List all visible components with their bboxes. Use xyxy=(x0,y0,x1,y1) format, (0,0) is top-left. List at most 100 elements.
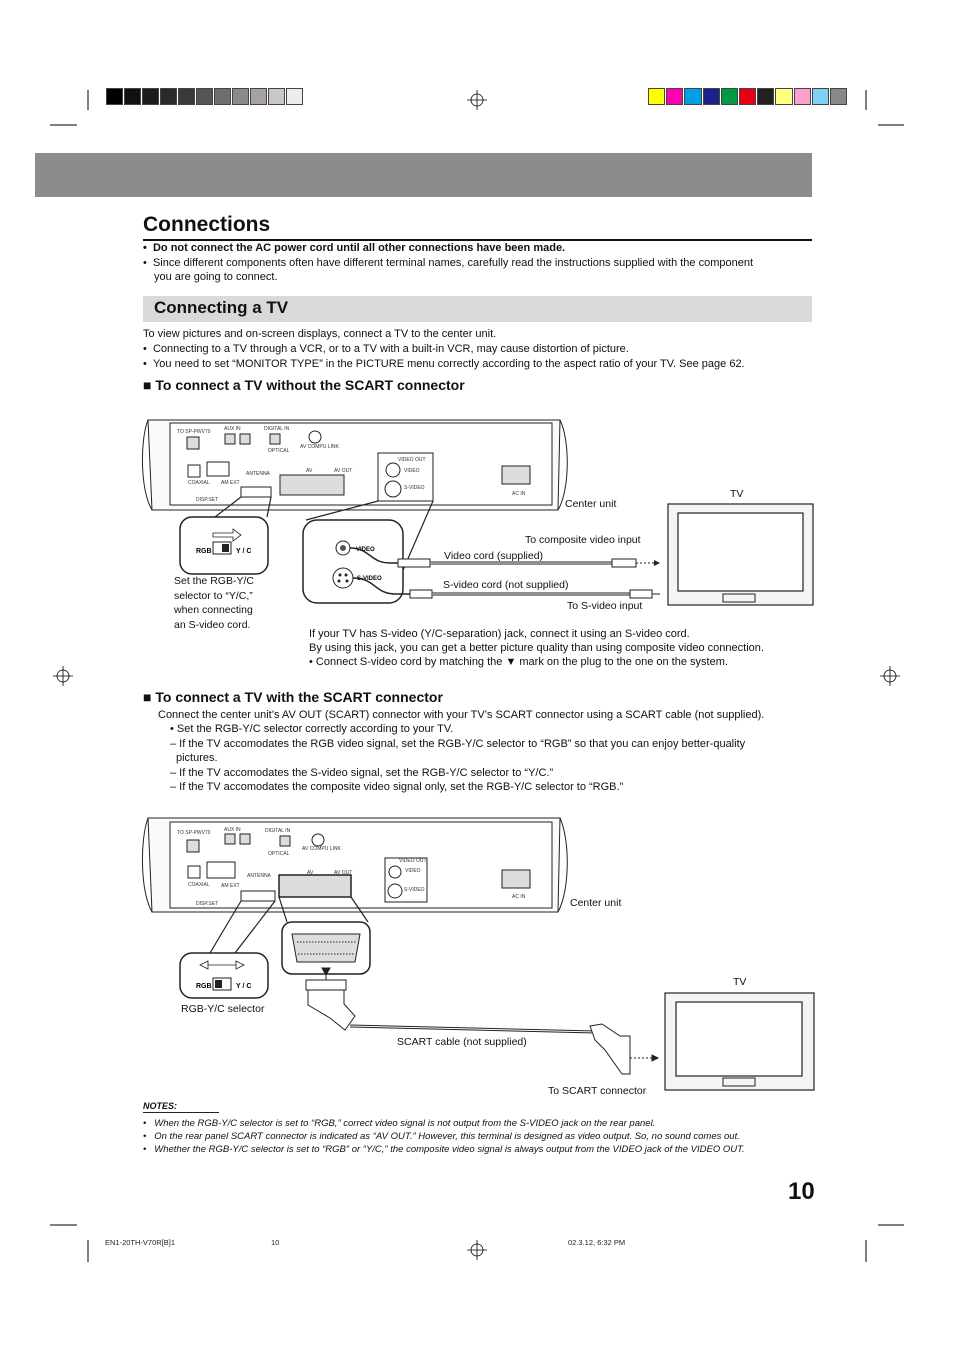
color-swatch xyxy=(648,88,666,105)
diagram-1: TO SP-PWV70 AUX IN DIGITAL IN OPTICAL AV… xyxy=(141,419,814,606)
color-swatch xyxy=(684,88,702,105)
panel-label-to-sp: TO SP-PWV70 xyxy=(177,429,211,435)
panel-label-am-ext: AM EXT xyxy=(221,480,240,486)
panel2-label-coaxial: COAXIAL xyxy=(188,882,210,888)
sub1-note-2: By using this jack, you can get a better… xyxy=(309,642,764,654)
sub2-text-5: – If the TV accomodates the S-video sign… xyxy=(170,767,554,779)
color-swatch xyxy=(106,88,123,105)
color-swatch xyxy=(196,88,213,105)
panel-label-coaxial: COAXIAL xyxy=(188,480,210,486)
sub1-title: ■ To connect a TV without the SCART conn… xyxy=(143,377,465,393)
section-header: Connecting a TV xyxy=(143,296,812,322)
intro-bullet-2-cont: you are going to connect. xyxy=(154,271,278,283)
selector-note-line-1: Set the RGB-Y/C xyxy=(174,575,254,587)
panel2-label-am-ext: AM EXT xyxy=(221,883,240,889)
panel-label-s-video: S-VIDEO xyxy=(404,485,425,491)
jacks-callout xyxy=(302,519,404,604)
color-swatch xyxy=(178,88,195,105)
sub2-title: ■ To connect a TV with the SCART connect… xyxy=(143,689,443,705)
color-swatch xyxy=(286,88,303,105)
footer-code: EN1-20TH-V70R[B]1 xyxy=(105,1238,176,1247)
section-bullet-1: • Connecting to a TV through a VCR, or t… xyxy=(143,343,629,355)
center-unit-label-1: Center unit xyxy=(565,498,617,510)
color-swatch xyxy=(232,88,249,105)
scart-connector-label: To SCART connector xyxy=(548,1085,647,1097)
tv-label-2: TV xyxy=(733,976,747,988)
panel2-label-disp-set: DISP.SET xyxy=(196,901,218,907)
center-unit-drawing xyxy=(141,419,568,511)
selector-yc-label-1: Y / C xyxy=(236,548,251,555)
panel2-label-optical: OPTICAL xyxy=(268,851,290,857)
panel2-label-antenna: ANTENNA xyxy=(247,873,272,879)
panel2-label-s-video: S-VIDEO xyxy=(404,887,425,893)
video-cord-label: Video cord (supplied) xyxy=(444,550,544,562)
sub2-text-4: pictures. xyxy=(176,752,218,764)
color-swatch xyxy=(250,88,267,105)
color-swatch xyxy=(124,88,141,105)
intro-bullet-2: • Since different components often have … xyxy=(143,257,754,269)
panel2-label-ac-in: AC IN xyxy=(512,894,526,900)
panel-label-ac-in: AC IN xyxy=(512,491,526,497)
section-intro: To view pictures and on-screen displays,… xyxy=(143,328,497,340)
color-swatch xyxy=(160,88,177,105)
selector-label: RGB-Y/C selector xyxy=(181,1003,265,1015)
panel2-label-to-sp: TO SP-PWV70 xyxy=(177,830,211,836)
jack-svideo-label: S-VIDEO xyxy=(357,576,382,582)
selector-note-line-2: selector to “Y/C,” xyxy=(174,590,253,602)
note-2: • On the rear panel SCART connector is i… xyxy=(143,1131,740,1142)
scart-callout xyxy=(281,921,371,975)
color-swatch xyxy=(830,88,848,105)
title-rule xyxy=(143,239,812,241)
sub2-text-3: – If the TV accomodates the RGB video si… xyxy=(170,738,746,750)
section-title: Connecting a TV xyxy=(154,298,289,317)
jack-video-label: VIDEO xyxy=(356,547,375,553)
svideo-input-label: To S-video input xyxy=(567,600,643,612)
selector-yc-label-2: Y / C xyxy=(236,983,251,990)
registration-target-icon xyxy=(53,90,900,1260)
tv-drawing-2 xyxy=(664,992,815,1091)
color-swatch xyxy=(142,88,159,105)
color-swatch xyxy=(702,88,720,105)
notes-title: NOTES: xyxy=(143,1101,178,1111)
panel2-label-aux-in: AUX IN xyxy=(224,827,241,833)
footer-date: 02.3.12, 6:32 PM xyxy=(568,1238,626,1247)
panel-label-disp-set: DISP.SET xyxy=(196,497,218,503)
intro-bullet-1: • Do not connect the AC power cord until… xyxy=(143,242,566,254)
color-swatch xyxy=(811,88,829,105)
panel-label-av: AV xyxy=(306,468,313,474)
panel-label-av-compu-link: AV COMPU LINK xyxy=(300,444,339,450)
scart-cable-label: SCART cable (not supplied) xyxy=(397,1036,527,1048)
panel2-label-av-out: AV OUT xyxy=(334,870,352,876)
color-swatch xyxy=(666,88,684,105)
sub2-text-6: – If the TV accomodates the composite vi… xyxy=(170,781,624,793)
header-band xyxy=(35,153,812,197)
note-1: • When the RGB-Y/C selector is set to “R… xyxy=(143,1118,656,1129)
panel-label-antenna: ANTENNA xyxy=(246,471,271,477)
panel-label-video: VIDEO xyxy=(404,468,420,474)
selector-rgb-label-2: RGB xyxy=(196,983,212,990)
center-unit-drawing-2 xyxy=(141,817,568,913)
sub1-note-1: If your TV has S-video (Y/C-separation) … xyxy=(309,628,690,640)
svideo-cord xyxy=(409,589,660,599)
composite-input-label: To composite video input xyxy=(525,534,641,546)
selector-callout-1 xyxy=(179,516,269,575)
selector-rgb-label-1: RGB xyxy=(196,548,212,555)
panel-label-digital-in: DIGITAL IN xyxy=(264,426,290,432)
panel-label-optical: OPTICAL xyxy=(268,448,290,454)
center-unit-label-2: Center unit xyxy=(570,897,622,909)
selector-note-line-3: when connecting xyxy=(174,604,253,616)
selector-callout-2 xyxy=(179,952,269,999)
note-3: • Whether the RGB-Y/C selector is set to… xyxy=(143,1144,745,1155)
video-cord xyxy=(397,558,660,568)
color-swatch xyxy=(757,88,775,105)
panel2-label-av: AV xyxy=(307,870,314,876)
svideo-cord-label: S-video cord (not supplied) xyxy=(443,579,569,591)
color-swatch xyxy=(268,88,285,105)
scart-cable xyxy=(305,967,660,1075)
diagram-2: TO SP-PWV70 AUX IN DIGITAL IN OPTICAL AV… xyxy=(141,817,815,1091)
color-swatch xyxy=(775,88,793,105)
panel2-label-av-compu-link: AV COMPU LINK xyxy=(302,846,341,852)
tv-label-1: TV xyxy=(730,488,744,500)
panel-label-video-out: VIDEO OUT xyxy=(398,457,426,463)
